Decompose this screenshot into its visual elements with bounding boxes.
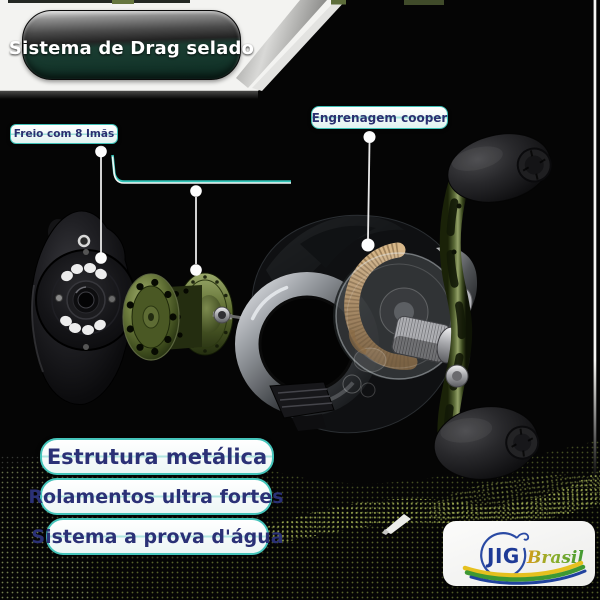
callout-brake-text: Freio com 8 Imãs bbox=[13, 128, 115, 140]
reel-side-plate bbox=[30, 210, 137, 405]
feature-label: Estrutura metálica bbox=[46, 444, 268, 469]
callout-dot bbox=[363, 131, 376, 143]
callout-gear-label: Engrenagem cooper bbox=[311, 106, 448, 129]
feature-pill-structure: Estrutura metálica bbox=[40, 438, 274, 475]
callout-dot bbox=[190, 264, 202, 276]
right-edge-stripe bbox=[593, 0, 597, 480]
brake-magnets bbox=[60, 262, 107, 336]
handle-knob-top bbox=[447, 133, 552, 203]
callout-dot bbox=[190, 185, 202, 197]
callout-brake-label: Freio com 8 Imãs bbox=[10, 124, 118, 144]
decorative-pen-shape bbox=[384, 514, 411, 534]
pen-tip bbox=[382, 529, 389, 535]
reel-spool bbox=[122, 272, 246, 361]
feature-pill-bearings: Rolamentos ultra fortes bbox=[28, 478, 284, 515]
feature-pill-waterproof: Sistema a prova d'água bbox=[31, 518, 284, 555]
logo-swoosh-yellow bbox=[462, 560, 584, 578]
handle-knob-bottom bbox=[433, 406, 540, 480]
feature-label: Rolamentos ultra fortes bbox=[28, 485, 284, 508]
logo-brand-text: JIG bbox=[485, 544, 520, 568]
drag-system-badge: Sistema de Drag selado bbox=[9, 10, 254, 80]
handle-arm bbox=[437, 151, 477, 469]
copper-gear bbox=[344, 242, 418, 370]
callout-dot bbox=[361, 238, 375, 252]
callout-dot bbox=[95, 145, 107, 158]
badge-label: Sistema de Drag selado bbox=[8, 37, 255, 59]
logo-swoosh-green bbox=[464, 564, 586, 582]
logo-swoosh-blue bbox=[469, 569, 587, 585]
logo-suffix-text: Brasil bbox=[526, 548, 584, 568]
feature-label: Sistema a prova d'água bbox=[31, 525, 284, 548]
top-edge-strip bbox=[8, 0, 190, 3]
logo-curl bbox=[516, 532, 530, 541]
logo-circle bbox=[480, 532, 527, 579]
brand-logo: JIG Brasil bbox=[462, 532, 587, 585]
callout-gear-text: Engrenagem cooper bbox=[311, 110, 448, 125]
reel-body bbox=[235, 214, 478, 434]
callout-lines bbox=[95, 131, 376, 276]
brand-logo-card: JIG Brasil bbox=[443, 521, 595, 586]
callout-dot bbox=[95, 252, 107, 264]
